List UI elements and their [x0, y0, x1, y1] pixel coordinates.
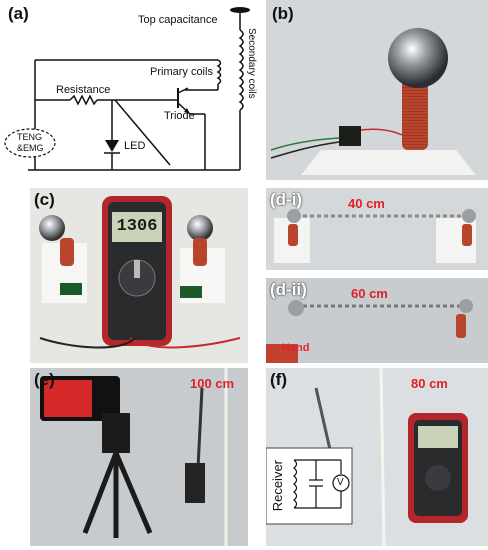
circuit-diagram: [4, 7, 250, 171]
primary-coil-symbol: [216, 59, 222, 85]
top-capacitance-label: Top capacitance: [138, 14, 218, 26]
led-label: LED: [124, 140, 146, 152]
phone-screen: [44, 380, 92, 417]
panel-c-label: (c): [34, 190, 55, 209]
source-label-line1: TENG: [17, 132, 43, 142]
secondary-coil-symbol: [238, 29, 244, 111]
primary-coils-label: Primary coils: [150, 66, 213, 78]
top-sphere: [388, 28, 448, 88]
receiver-label: Receiver: [270, 460, 285, 512]
distance-60-label: 60 cm: [351, 286, 388, 301]
multimeter-photo: [30, 188, 248, 363]
circuit-module: [339, 126, 361, 146]
meter-display: [112, 212, 162, 242]
base-board: [301, 150, 476, 175]
panel-d-ii-label: (d-ii): [270, 280, 307, 299]
distance-80-label: 80 cm: [411, 376, 448, 391]
distance-100-label: 100 cm: [190, 376, 235, 391]
voltmeter-label: V: [337, 477, 344, 488]
distance-60-photo: [266, 278, 488, 363]
led-symbol: [105, 140, 119, 152]
left-sphere: [39, 215, 65, 241]
meter-reading: 1306: [116, 217, 158, 236]
source-label-line2: &EMG: [17, 143, 44, 153]
distance-40-label: 40 cm: [348, 196, 385, 211]
resistance-symbol: [69, 94, 98, 106]
panel-e-photo: (e) 100 cm: [30, 368, 248, 546]
panel-a-label: (a): [8, 4, 29, 23]
panel-a-circuit: (a) Top capacitance Secondary coils Prim…: [0, 0, 258, 180]
resistance-label: Resistance: [56, 84, 111, 96]
panel-e-label: (e): [34, 370, 55, 389]
secondary-coils-label: Secondary coils: [246, 28, 257, 99]
tesla-coil-photo: [266, 0, 488, 180]
tripod: [82, 452, 153, 538]
panel-d-ii-photo: (d-ii) 60 cm Hand: [266, 278, 488, 363]
panel-c-photo: 1306 (c): [30, 188, 248, 363]
hand-image: [266, 344, 298, 363]
right-sphere: [187, 215, 213, 241]
panel-b-label: (b): [272, 4, 294, 23]
distance-40-photo: [266, 188, 488, 270]
panel-f-label: (f): [270, 370, 287, 389]
panel-b-photo: (b): [266, 0, 488, 180]
receiver-meter-photo: [266, 368, 488, 546]
triode-label: Triode: [164, 110, 195, 122]
panel-d-i-photo: (d-i) 40 cm: [266, 188, 488, 270]
phone-tripod-photo: [30, 368, 248, 546]
teng-emg-source: [4, 128, 56, 158]
top-capacitance-symbol: [230, 7, 250, 13]
panel-f-photo: (f) 80 cm Receiver V: [266, 368, 488, 546]
panel-d-i-label: (d-i): [270, 190, 303, 209]
hand-label: Hand: [282, 342, 310, 354]
